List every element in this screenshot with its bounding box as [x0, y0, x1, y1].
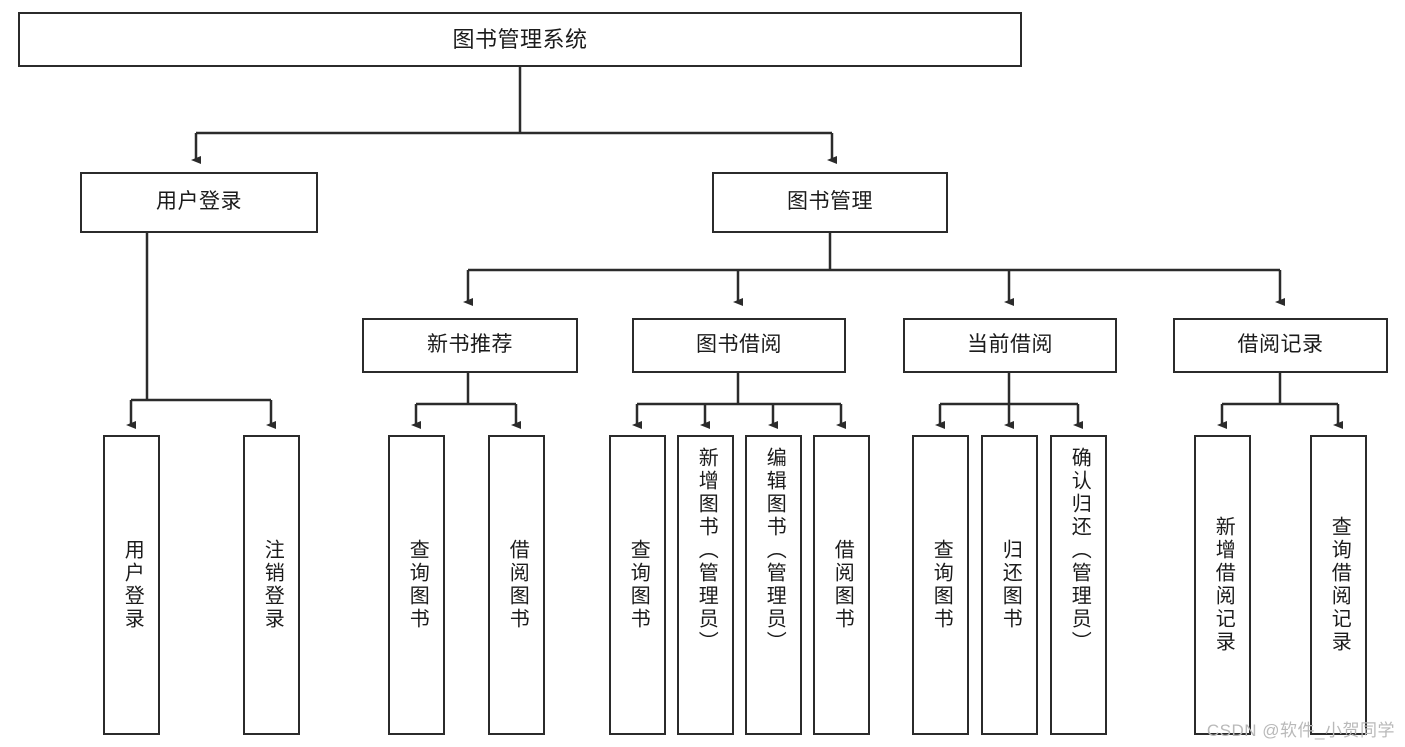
- node-borrow-record[interactable]: 借阅记录: [1173, 318, 1388, 373]
- leaf-user-login-login[interactable]: 用户登录: [103, 435, 160, 735]
- node-label: 注销登录: [261, 539, 284, 631]
- node-book-management[interactable]: 图书管理: [712, 172, 948, 233]
- node-label: 借阅图书: [831, 539, 854, 631]
- node-label: 当前借阅: [967, 333, 1053, 357]
- node-label: 图书管理: [787, 190, 873, 214]
- node-user-login[interactable]: 用户登录: [80, 172, 318, 233]
- node-label: 借阅记录: [1237, 333, 1324, 357]
- leaf-book-borrow-edit[interactable]: 编辑图书（管理员）: [745, 435, 802, 735]
- node-label: 编辑图书（管理员）: [763, 447, 786, 654]
- node-label: 用户登录: [156, 190, 242, 214]
- leaf-borrow-record-query[interactable]: 查询借阅记录: [1310, 435, 1367, 735]
- node-label: 图书借阅: [696, 333, 782, 357]
- node-label: 查询借阅记录: [1328, 516, 1351, 654]
- leaf-current-borrow-query[interactable]: 查询图书: [912, 435, 969, 735]
- node-label: 查询图书: [406, 539, 429, 631]
- node-label: 查询图书: [627, 539, 650, 631]
- node-label: 确认归还（管理员）: [1068, 447, 1091, 654]
- watermark-text: CSDN @软件_小贺同学: [1206, 721, 1395, 740]
- node-root-book-management-system[interactable]: 图书管理系统: [18, 12, 1022, 67]
- leaf-book-borrow-add[interactable]: 新增图书（管理员）: [677, 435, 734, 735]
- leaf-book-borrow-query[interactable]: 查询图书: [609, 435, 666, 735]
- node-label: 用户登录: [121, 539, 144, 631]
- leaf-new-book-query[interactable]: 查询图书: [388, 435, 445, 735]
- node-book-borrow[interactable]: 图书借阅: [632, 318, 846, 373]
- node-label: 归还图书: [999, 539, 1022, 631]
- node-new-book-recommend[interactable]: 新书推荐: [362, 318, 578, 373]
- leaf-current-borrow-return[interactable]: 归还图书: [981, 435, 1038, 735]
- leaf-new-book-borrow[interactable]: 借阅图书: [488, 435, 545, 735]
- node-label: 图书管理系统: [452, 26, 588, 52]
- node-label: 借阅图书: [506, 539, 529, 631]
- leaf-user-login-logout[interactable]: 注销登录: [243, 435, 300, 735]
- leaf-borrow-record-add[interactable]: 新增借阅记录: [1194, 435, 1251, 735]
- node-label: 新增图书（管理员）: [695, 447, 718, 654]
- leaf-current-borrow-confirm-return[interactable]: 确认归还（管理员）: [1050, 435, 1107, 735]
- node-label: 新书推荐: [427, 333, 513, 357]
- node-label: 查询图书: [930, 539, 953, 631]
- leaf-book-borrow-borrow[interactable]: 借阅图书: [813, 435, 870, 735]
- node-current-borrow[interactable]: 当前借阅: [903, 318, 1117, 373]
- node-label: 新增借阅记录: [1212, 516, 1235, 654]
